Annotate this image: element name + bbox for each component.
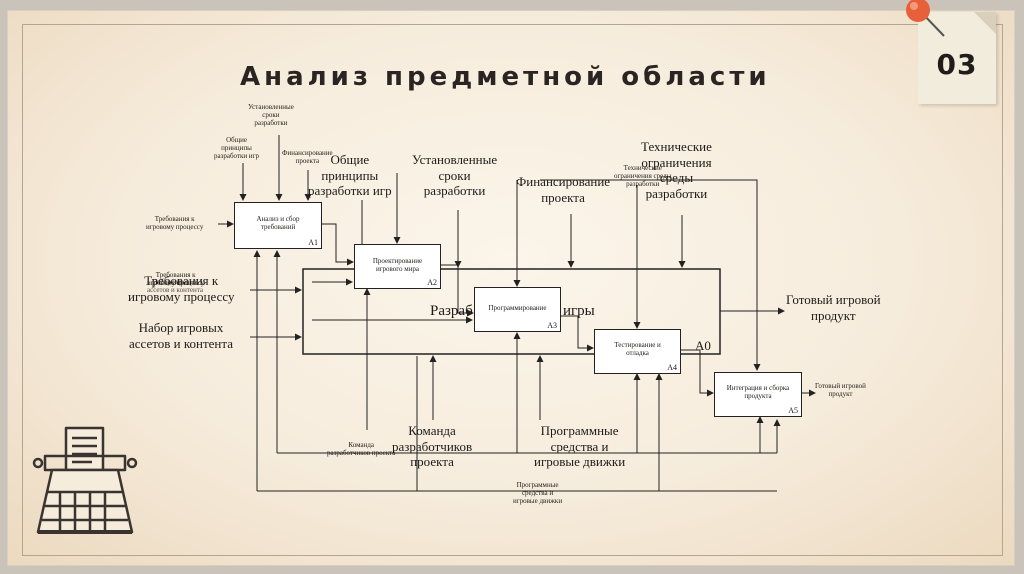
box-a1-label: Анализ и сбор требований xyxy=(256,215,300,232)
label-assets-small: Набор игровых ассетов и контента xyxy=(147,278,203,295)
label-finance-small: Финансирование проекта xyxy=(282,149,333,166)
label-assets-large: Набор игровых ассетов и контента xyxy=(129,320,233,351)
label-principles-small: Общие принципы разработки игр xyxy=(214,136,260,161)
box-a2-code: А2 xyxy=(427,277,437,287)
label-principles-large: Общие принципы разработки игр xyxy=(308,152,392,199)
slide-frame xyxy=(22,24,1003,556)
box-a2-label: Проектирование игрового мира xyxy=(372,257,423,274)
label-tech-small: Технические ограничения среды разработки xyxy=(614,164,672,189)
label-sroki-large: Установленные сроки разработки xyxy=(412,152,498,199)
box-a3-code: А3 xyxy=(547,320,557,330)
box-a5-code: А5 xyxy=(788,405,798,415)
activity-box-a4: Тестирование и отладка А4 xyxy=(594,329,681,374)
main-box-fragment-left: Разраб xyxy=(430,303,473,319)
label-team-large: Команда разработчиков проекта xyxy=(392,423,473,470)
slide-number-card: 03 xyxy=(918,12,996,104)
activity-box-a5: Интеграция и сборка продукта А5 xyxy=(714,372,802,417)
main-box-code: А0 xyxy=(695,338,711,353)
label-requirements-small: Требования к игровому процессу xyxy=(146,215,204,232)
main-box-fragment-right: игры xyxy=(563,303,595,319)
label-tools-large: Программные средства и игровые движки xyxy=(534,423,626,470)
label-tools-small: Программные средства и игровые движки xyxy=(513,481,563,506)
label-finance-large: Финансирование проекта xyxy=(516,174,611,205)
box-a5-label: Интеграция и сборка продукта xyxy=(726,384,790,401)
label-output-large: Готовый игровой продукт xyxy=(786,292,881,323)
box-a4-code: А4 xyxy=(667,362,677,372)
activity-box-a3: Программирование А3 xyxy=(474,287,561,332)
label-sroki-small: Установленные сроки разработки xyxy=(248,103,294,128)
label-requirements-small-overlap: Требования к игровому процессу xyxy=(147,271,205,288)
label-tech-large: Технические ограничения среды разработки xyxy=(641,139,712,201)
slide-number: 03 xyxy=(936,48,978,81)
label-team-small: Команда разработчиков проекта xyxy=(327,441,396,458)
label-output-small: Готовый игровой продукт xyxy=(815,382,866,399)
activity-box-a2: Проектирование игрового мира А2 xyxy=(354,244,441,289)
box-a4-label: Тестирование и отладка xyxy=(614,341,661,358)
box-a1-code: А1 xyxy=(308,237,318,247)
label-requirements-large: Требования к игровому процессу xyxy=(128,273,235,304)
box-a3-label: Программирование xyxy=(488,304,547,312)
slide-title: Анализ предметной области xyxy=(240,62,771,92)
activity-box-a1: Анализ и сбор требований А1 xyxy=(234,202,322,249)
